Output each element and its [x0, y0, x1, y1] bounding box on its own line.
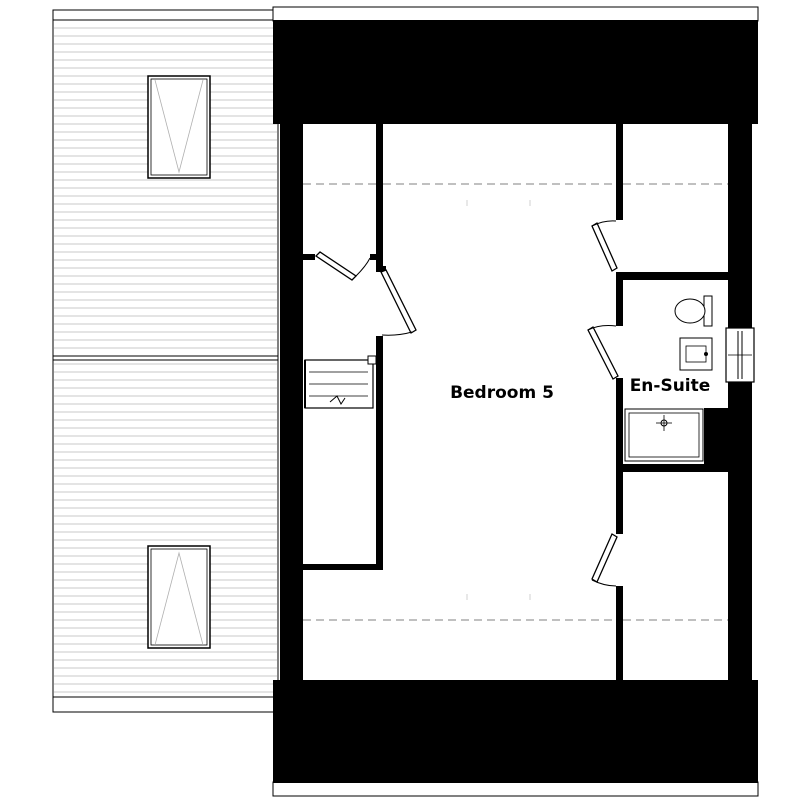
storage-wall-lower: [376, 336, 383, 570]
storage-door-jamb: [370, 254, 383, 260]
wardrobe-door-lower: [591, 533, 618, 587]
toilet-icon: [674, 295, 713, 327]
ensuite-bottom-wall: [616, 464, 728, 472]
storage-wall-bottom: [303, 564, 383, 570]
wardrobe-wall-upper: [616, 124, 623, 220]
wardrobe-wall-mid: [616, 272, 623, 326]
shower-tray-icon: [624, 408, 704, 462]
faint-marks: [466, 200, 531, 600]
storage-door-jamb: [303, 254, 315, 260]
headroom-lines: [303, 183, 728, 621]
walls: [273, 20, 758, 783]
room-label-bedroom: Bedroom 5: [450, 383, 554, 403]
basin-icon: [679, 337, 713, 371]
ensuite-top-wall: [616, 272, 728, 280]
room-label-ensuite: En-Suite: [630, 376, 711, 396]
skylight-window: [147, 75, 211, 179]
storage-wall-upper: [376, 124, 383, 272]
ensuite-left-wall: [616, 378, 623, 472]
ensuite-fixtures: [624, 295, 713, 462]
bottom-roof-outline: [272, 781, 759, 797]
top-gable-wall: [273, 20, 758, 124]
roof-panel: [52, 9, 279, 713]
wardrobe-door-upper: [591, 220, 618, 272]
ensuite-door: [587, 325, 619, 380]
staircase: [304, 355, 377, 409]
storage-door-jamb: [376, 266, 386, 272]
storage-door: [314, 251, 371, 281]
ensuite-shower-block: [704, 408, 728, 472]
right-outer-wall-lower: [728, 382, 752, 680]
right-outer-wall-upper: [728, 124, 752, 330]
top-roof-outline: [272, 6, 759, 22]
wardrobe-wall-lower: [616, 472, 623, 534]
wardrobe-wall-bottom: [616, 586, 623, 680]
window: [725, 327, 755, 383]
left-outer-wall: [280, 124, 303, 680]
doors: [314, 220, 619, 587]
bedroom-door: [380, 269, 417, 336]
bottom-gable-wall: [273, 680, 758, 783]
skylight-window: [147, 545, 211, 649]
